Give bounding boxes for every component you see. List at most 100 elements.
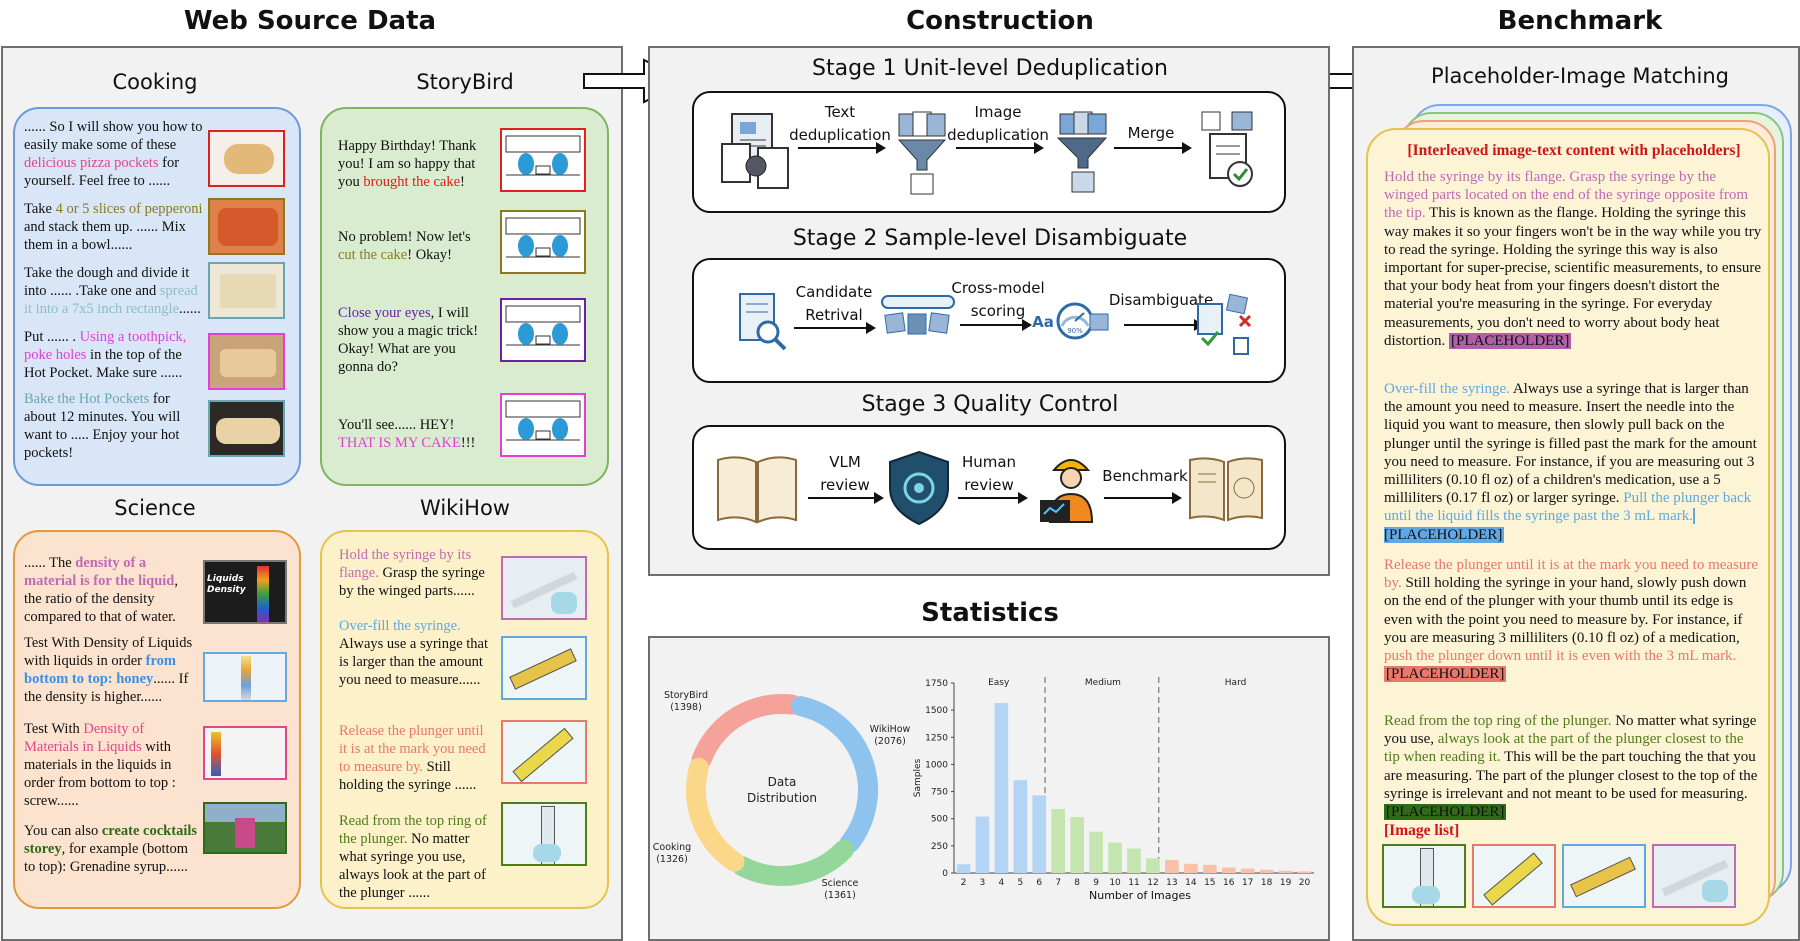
storybird-image-1 bbox=[500, 128, 586, 192]
statistics-panel bbox=[648, 636, 1330, 941]
wikihow-para-4: Read from the top ring of the plunger. N… bbox=[339, 813, 487, 901]
distribution-donut: DataDistributionStoryBird(1398)WikiHow(2… bbox=[653, 690, 911, 901]
stage1-box bbox=[692, 91, 1286, 213]
stage1-arrow-1 bbox=[798, 142, 886, 154]
histogram-xlabel: Number of Images bbox=[1089, 889, 1191, 902]
text-filter-icon bbox=[897, 111, 947, 195]
stage3-label-human: Human bbox=[961, 453, 1017, 471]
bar-19 bbox=[1278, 870, 1293, 873]
bar-8 bbox=[1070, 817, 1084, 873]
science-para-3: Test With Density of Materials in Liquid… bbox=[24, 721, 176, 809]
stage2-box bbox=[692, 258, 1286, 383]
stage1-label-merge: Merge bbox=[1127, 124, 1175, 142]
donut-label-science: (1361) bbox=[824, 890, 856, 901]
benchmark-header: [Interleaved image-text content with pla… bbox=[1407, 142, 1741, 159]
x-tick-label: 9 bbox=[1093, 878, 1099, 888]
benchmark-para-1: Hold the syringe by its flange. Grasp th… bbox=[1384, 169, 1762, 349]
y-tick-label: 500 bbox=[931, 815, 948, 825]
cooking-para-5: Bake the Hot Pockets for about 12 minute… bbox=[24, 391, 181, 461]
stage3-label-review-1: review bbox=[820, 476, 870, 494]
donut-label-wikihow: (2076) bbox=[874, 736, 906, 747]
donut-label-wikihow: WikiHow bbox=[870, 724, 911, 735]
x-tick-label: 2 bbox=[961, 878, 967, 888]
x-tick-label: 17 bbox=[1242, 878, 1253, 888]
bar-4 bbox=[994, 703, 1009, 873]
storybird-para-3: Close your eyes, I will show you a magic… bbox=[338, 305, 479, 375]
stage3-title: Stage 3 Quality Control bbox=[861, 392, 1119, 417]
wikihow-image-1 bbox=[501, 556, 587, 620]
aa-text-icon: Aa bbox=[1032, 313, 1054, 331]
donut-label-storybird: StoryBird bbox=[664, 690, 708, 701]
human-reviewer-icon bbox=[1040, 459, 1094, 523]
placeholder-4: [PLACEHOLDER] bbox=[1384, 804, 1507, 821]
construction-title: Construction bbox=[906, 6, 1094, 36]
bar-6 bbox=[1032, 795, 1047, 873]
stage2-label-scoring: scoring bbox=[970, 302, 1026, 320]
benchmark-para-3: Release the plunger until it is at the m… bbox=[1384, 557, 1759, 683]
stage3-arrow-1 bbox=[808, 492, 884, 504]
stage2-label-candidate: Candidate bbox=[795, 283, 873, 301]
x-tick-label: 12 bbox=[1147, 878, 1158, 888]
stage1-label-image: Image bbox=[974, 103, 1022, 121]
storybird-title: StoryBird bbox=[416, 70, 514, 94]
stage3-label-review-2: review bbox=[964, 476, 1014, 494]
image-filter-icon bbox=[1056, 111, 1108, 193]
x-tick-label: 11 bbox=[1128, 878, 1139, 888]
cooking-para-2: Take 4 or 5 slices of pepperoni and stac… bbox=[24, 201, 203, 253]
y-tick-label: 1500 bbox=[925, 706, 948, 716]
wikihow-image-4 bbox=[501, 802, 587, 866]
statistics-title: Statistics bbox=[921, 598, 1059, 628]
science-image-1: Liquids Density bbox=[203, 560, 287, 624]
bar-13 bbox=[1165, 859, 1179, 873]
search-document-icon bbox=[739, 293, 787, 351]
x-tick-label: 18 bbox=[1261, 878, 1273, 888]
bar-2 bbox=[956, 864, 971, 873]
region-label-easy: Easy bbox=[988, 678, 1010, 688]
science-para-2: Test With Density of Liquids with liquid… bbox=[24, 635, 193, 705]
x-tick-label: 4 bbox=[999, 878, 1005, 888]
stage2-label-disambiguate: Disambiguate bbox=[1108, 291, 1214, 309]
y-tick-label: 0 bbox=[942, 869, 948, 879]
x-tick-label: 10 bbox=[1109, 878, 1121, 888]
stage3-arrow-3 bbox=[1104, 492, 1182, 504]
wikihow-image-2 bbox=[501, 636, 587, 700]
y-tick-label: 1250 bbox=[925, 733, 948, 743]
cooking-para-1: ...... So I will show you how to easily … bbox=[24, 119, 203, 189]
benchmark-book-icon bbox=[1189, 457, 1263, 522]
storybird-image-2 bbox=[500, 210, 586, 274]
donut-label-science: Science bbox=[822, 878, 859, 889]
stage2-arrow-1 bbox=[794, 322, 876, 334]
donut-label-cooking: Cooking bbox=[653, 842, 691, 853]
stage1-label-text: Text bbox=[824, 103, 856, 121]
bar-3 bbox=[975, 816, 990, 873]
donut-slice-science bbox=[732, 839, 854, 886]
donut-slice-wikihow bbox=[790, 696, 878, 853]
stage1-label-text-dedup: deduplication bbox=[789, 126, 891, 144]
histogram-ylabel: Samples bbox=[913, 758, 923, 797]
cooking-title: Cooking bbox=[112, 70, 198, 94]
x-tick-label: 20 bbox=[1299, 878, 1311, 888]
x-tick-label: 16 bbox=[1223, 878, 1235, 888]
stage3-label-vlm: VLM bbox=[829, 453, 861, 471]
donut-slice-cooking bbox=[686, 757, 745, 872]
open-book-icon bbox=[717, 456, 797, 524]
cooking-para-4: Put ...... . Using a toothpick, poke hol… bbox=[24, 329, 187, 381]
placeholder-3: [PLACEHOLDER] bbox=[1384, 666, 1507, 683]
wikihow-image-3 bbox=[501, 720, 587, 784]
image-list-item-1 bbox=[1382, 844, 1466, 908]
scored-image-icon bbox=[1089, 313, 1109, 331]
disambiguate-result-icon bbox=[1197, 293, 1252, 355]
x-tick-label: 7 bbox=[1055, 878, 1061, 888]
cooking-image-1 bbox=[208, 130, 285, 187]
x-tick-label: 5 bbox=[1017, 878, 1023, 888]
stage3-arrow-2 bbox=[958, 492, 1028, 504]
donut-label-cooking: (1326) bbox=[656, 854, 688, 865]
storybird-image-3 bbox=[500, 298, 586, 362]
bar-10 bbox=[1108, 842, 1122, 873]
image-list-item-3 bbox=[1562, 844, 1646, 908]
storybird-image-4 bbox=[500, 393, 586, 457]
stage2-label-crossmodel: Cross-model bbox=[951, 279, 1045, 297]
science-image-3 bbox=[203, 726, 287, 780]
image-search-bar-icon bbox=[881, 295, 955, 335]
x-tick-label: 19 bbox=[1280, 878, 1292, 888]
